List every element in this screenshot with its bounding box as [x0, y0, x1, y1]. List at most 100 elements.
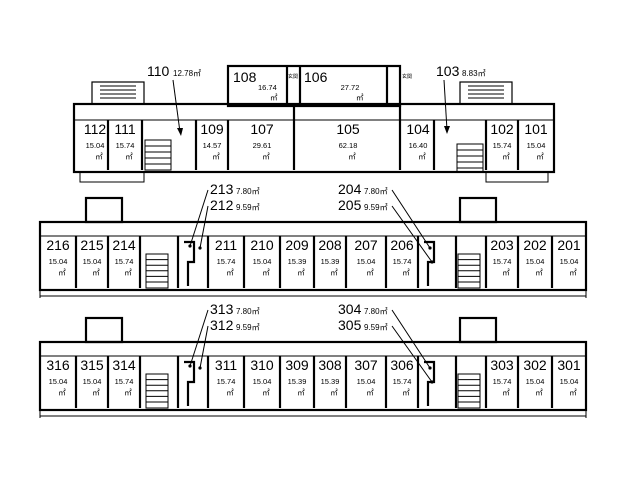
- callout-area: 7.80㎡: [364, 307, 388, 316]
- room-area: 15.04: [83, 257, 102, 266]
- room-number: 214: [112, 237, 136, 253]
- area-unit: ㎡: [502, 268, 510, 277]
- floor-2-outline: [38, 220, 588, 292]
- callout-area: 7.80㎡: [236, 187, 260, 196]
- area-unit: ㎡: [58, 388, 66, 397]
- callout-area: 9.59㎡: [236, 323, 260, 332]
- room-area: 29.61: [253, 141, 272, 150]
- area-unit: ㎡: [569, 388, 577, 397]
- room-number: 111: [114, 121, 135, 137]
- area-unit: ㎡: [124, 388, 132, 397]
- room-number: 102: [490, 121, 514, 137]
- floor-1-outline: [72, 102, 556, 174]
- area-unit: ㎡: [330, 268, 338, 277]
- room-area: 62.18: [339, 141, 358, 150]
- area-unit: ㎡: [366, 268, 374, 277]
- callout-room-number: 103: [436, 63, 460, 79]
- room-area: 15.04: [83, 377, 102, 386]
- room-area: 15.74: [115, 257, 134, 266]
- room-302: 302 15.04 ㎡: [523, 357, 547, 397]
- room-number: 308: [318, 357, 342, 373]
- callout-room-number: 313: [210, 301, 234, 317]
- area-unit: ㎡: [569, 268, 577, 277]
- shaft-right: [424, 240, 436, 286]
- room-area: 16.74: [258, 83, 277, 92]
- stair-block-right: [459, 81, 513, 105]
- room-area: 15.04: [526, 377, 545, 386]
- area-unit: ㎡: [402, 268, 410, 277]
- room-number: 309: [285, 357, 309, 373]
- area-unit: ㎡: [297, 388, 305, 397]
- callout-area: 7.80㎡: [236, 307, 260, 316]
- area-unit: ㎡: [58, 268, 66, 277]
- stair-hatch-top-right: [468, 85, 504, 99]
- shaft-left: [184, 360, 196, 406]
- area-unit: ㎡: [330, 388, 338, 397]
- room-number: 310: [250, 357, 274, 373]
- room-number: 203: [490, 237, 514, 253]
- room-number: 201: [557, 237, 581, 253]
- room-area: 15.04: [357, 377, 376, 386]
- stair-1-left: [144, 139, 172, 171]
- area-unit: ㎡: [92, 268, 100, 277]
- area-unit: ㎡: [418, 152, 426, 161]
- room-number: 112: [84, 121, 107, 137]
- area-unit: ㎡: [402, 388, 410, 397]
- callout-room-number: 205: [338, 197, 362, 213]
- floor-3-outline: [38, 340, 588, 412]
- callout-room-number: 304: [338, 301, 362, 317]
- room-number: 108: [233, 69, 257, 85]
- room-number: 210: [250, 237, 274, 253]
- stair-floor2-left: [145, 253, 169, 289]
- stair-floor2-right: [457, 253, 481, 289]
- stair-hatch-top-left: [100, 85, 136, 99]
- room-107: 107 29.61 ㎡: [250, 121, 274, 161]
- area-unit: ㎡: [95, 152, 103, 161]
- room-area: 15.39: [288, 257, 307, 266]
- room-number: 109: [200, 121, 224, 137]
- room-area: 15.04: [527, 141, 546, 150]
- area-unit: ㎡: [535, 268, 543, 277]
- room-number: 302: [523, 357, 547, 373]
- room-number: 107: [250, 121, 274, 137]
- room-number: 202: [523, 237, 547, 253]
- room-number: 104: [406, 121, 430, 137]
- room-area: 14.57: [203, 141, 222, 150]
- stair-floor3-right: [457, 373, 481, 409]
- callout-room-number: 212: [210, 197, 234, 213]
- callout-area: 9.59㎡: [364, 323, 388, 332]
- room-number: 215: [80, 237, 104, 253]
- area-unit: ㎡: [535, 388, 543, 397]
- room-number: 316: [46, 357, 70, 373]
- callout-room-number: 305: [338, 317, 362, 333]
- room-area: 15.04: [526, 257, 545, 266]
- room-215: 215 15.04 ㎡: [80, 237, 104, 277]
- area-unit: ㎡: [262, 152, 270, 161]
- room-area: 15.04: [86, 141, 105, 150]
- room-number: 307: [354, 357, 378, 373]
- area-unit: ㎡: [536, 152, 544, 161]
- entrance-label-left: 玄関: [288, 73, 298, 80]
- room-area: 15.74: [217, 257, 236, 266]
- room-area: 15.74: [393, 257, 412, 266]
- upper-core: [226, 64, 402, 108]
- shaft-right: [424, 360, 436, 406]
